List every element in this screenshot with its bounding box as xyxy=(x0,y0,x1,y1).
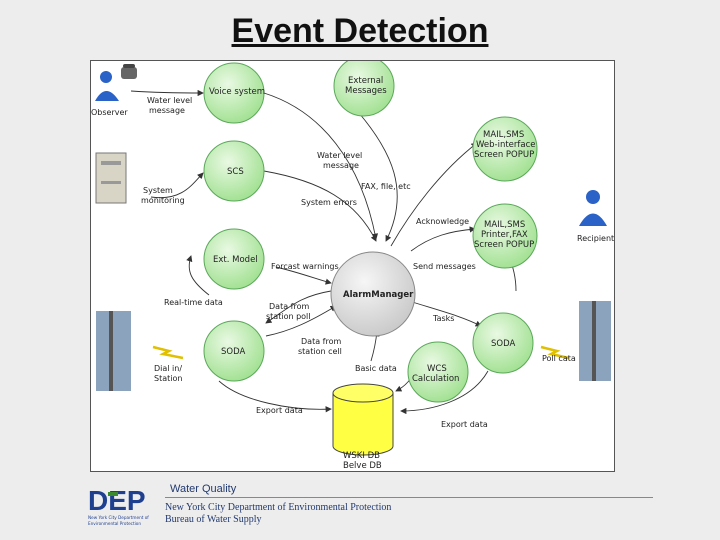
label-observer: Observer xyxy=(91,108,128,117)
dep-logo-sub1: New York City Department of xyxy=(88,515,149,520)
station-photo-left xyxy=(96,311,131,391)
label-mail-printer-1: MAIL,SMS xyxy=(484,220,525,230)
edge-label-fax: FAX, file, etc xyxy=(361,182,411,191)
edge-label-station-cell-1: Data from xyxy=(301,337,341,346)
edge-label-water-msg-1: Water level xyxy=(147,96,192,105)
label-mail-web-1: MAIL,SMS xyxy=(483,130,524,140)
label-mail-web-3: Screen POPUP xyxy=(474,150,534,160)
edge-label-acknowledge: Acknowledge xyxy=(416,217,469,226)
label-soda-left: SODA xyxy=(221,347,245,357)
node-external-messages xyxy=(333,61,395,117)
dep-logo-text: DEP xyxy=(88,485,146,516)
edge-label-system-errors: System errors xyxy=(301,198,357,207)
edge-label-export-right: Export data xyxy=(441,420,488,429)
footer-section-name: Water Quality xyxy=(170,483,237,495)
footer-divider xyxy=(165,497,653,498)
label-voice-system: Voice system xyxy=(209,87,265,97)
dep-logo: DEP New York City Department of Environm… xyxy=(88,484,158,528)
page-title: Event Detection xyxy=(231,12,489,50)
node-soda-left xyxy=(203,320,265,382)
label-dialin-2: Station xyxy=(154,374,182,383)
label-system-monitoring-2: monitoring xyxy=(141,196,185,205)
label-mail-printer-3: Screen POPUP xyxy=(474,240,534,250)
lightning-right-icon xyxy=(540,345,570,360)
edge-label-station-poll-1: Data from xyxy=(269,302,309,311)
label-alarm-manager: AlarmManager xyxy=(343,290,414,300)
label-mail-web-2: Web-interface xyxy=(476,140,536,150)
edge-label-tasks: Tasks xyxy=(432,314,454,323)
label-external-2: Messages xyxy=(345,86,387,96)
node-scs xyxy=(203,140,265,202)
edge-label-export-left: Export data xyxy=(256,406,303,415)
recipient-icon xyxy=(579,190,607,226)
node-mail-web xyxy=(472,116,538,182)
event-detection-diagram: Observer System monitoring Recipient Voi… xyxy=(90,60,615,472)
lightning-left-icon xyxy=(152,345,184,360)
label-db-2: Belve DB xyxy=(343,461,382,471)
footer-org-name: New York City Department of Environmenta… xyxy=(165,502,392,513)
node-mail-printer xyxy=(472,203,538,269)
node-wcs xyxy=(407,341,469,403)
label-mail-printer-2: Printer,FAX xyxy=(481,230,528,240)
label-external-1: External xyxy=(348,76,383,86)
edge-label-forcast: Forcast warnings xyxy=(271,262,339,271)
node-ext-model xyxy=(203,228,265,290)
observer-icon xyxy=(95,64,137,101)
node-alarm-manager xyxy=(330,251,416,337)
label-db-1: WSKI DB xyxy=(343,451,380,461)
edge-label-realtime: Real-time data xyxy=(164,298,223,307)
wski-db-cylinder xyxy=(332,383,394,456)
label-system-monitoring-1: System xyxy=(143,186,173,195)
label-ext-model: Ext. Model xyxy=(213,255,258,265)
dep-logo-sub2: Environmental Protection xyxy=(88,521,141,526)
label-wcs-1: WCS xyxy=(427,364,447,374)
edge-label-send: Send messages xyxy=(413,262,476,271)
label-recipient: Recipient xyxy=(577,234,614,243)
edge-label-water-msg-2: message xyxy=(149,106,185,115)
edge-label-station-poll-2: station poll xyxy=(266,312,311,321)
edge-label-basic: Basic data xyxy=(355,364,397,373)
label-dialin-1: Dial in/ xyxy=(154,364,182,373)
server-icon xyxy=(95,152,127,204)
edge-label-water-msg2-2: message xyxy=(323,161,359,170)
label-scs: SCS xyxy=(227,167,244,177)
edge-label-water-msg2-1: Water level xyxy=(317,151,362,160)
node-voice-system xyxy=(203,62,265,124)
footer-bureau-name: Bureau of Water Supply xyxy=(165,514,262,525)
label-pollcata: Poll cata xyxy=(542,354,576,363)
label-soda-right: SODA xyxy=(491,339,515,349)
node-soda-right xyxy=(472,312,534,374)
label-wcs-2: Calculation xyxy=(412,374,459,384)
edge-label-station-cell-2: station cell xyxy=(298,347,342,356)
